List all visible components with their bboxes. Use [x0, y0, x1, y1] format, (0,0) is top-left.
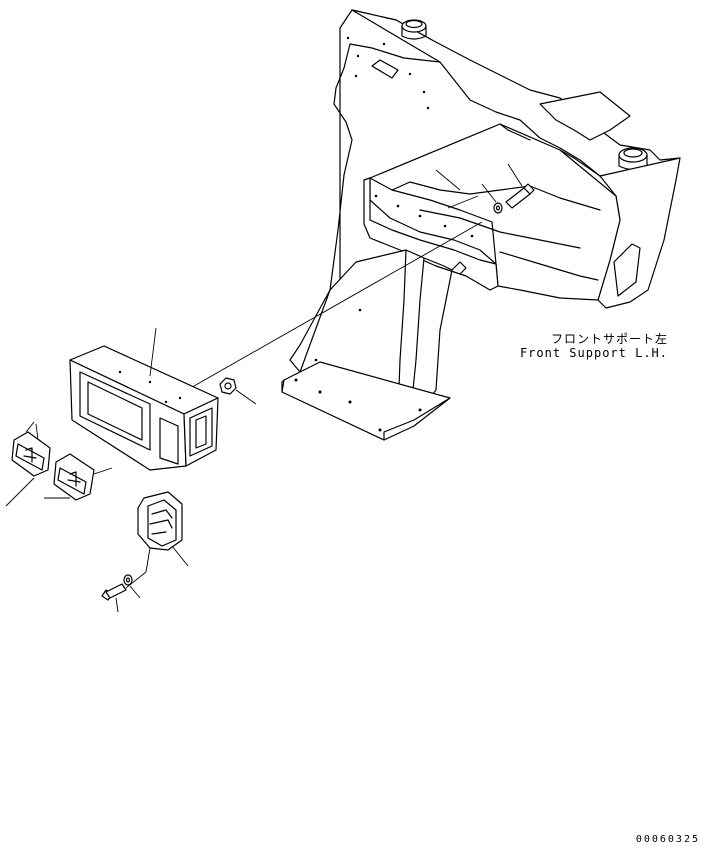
- bracket-bolt: [101, 571, 147, 613]
- part-label-english: Front Support L.H.: [519, 346, 668, 360]
- lamp-box: [69, 327, 219, 471]
- lamp-bracket: [137, 491, 189, 573]
- drawing-number: 00060325: [635, 834, 700, 845]
- part-label-japanese: フロントサポート左: [550, 332, 668, 346]
- work-lamp-left: [11, 421, 51, 477]
- work-lamp-right: [53, 453, 113, 501]
- lamp-leader-left: [5, 477, 35, 507]
- front-support-frame: [281, 9, 681, 441]
- frame-leaders: [435, 163, 523, 209]
- nut: [219, 377, 257, 405]
- frame-bolt: [493, 183, 535, 214]
- assembly-leader-line: [179, 221, 483, 395]
